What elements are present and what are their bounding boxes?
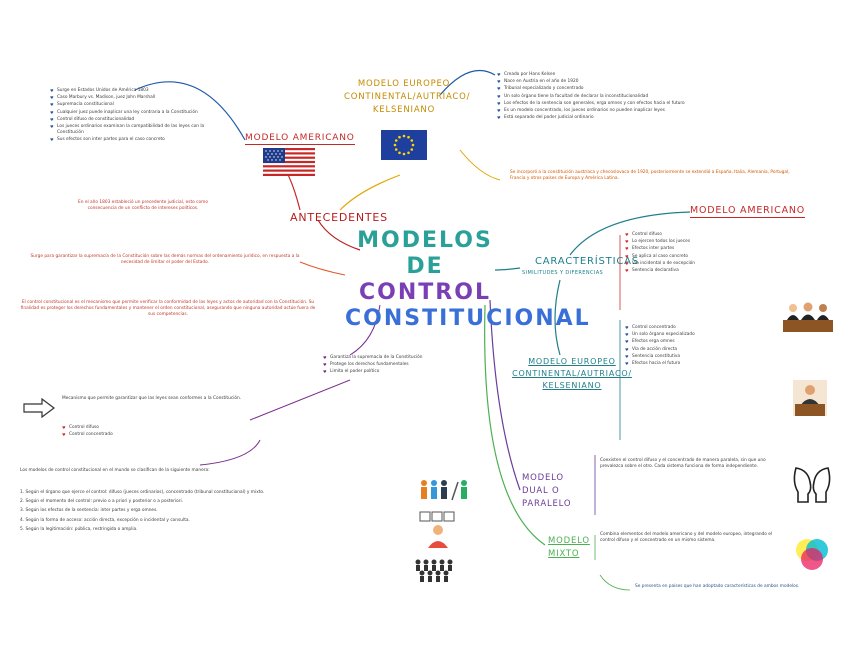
list-item: Un solo órgano especializado bbox=[625, 332, 785, 338]
europeo-ant-list: Creado por Hans KelsenNace en Austria en… bbox=[497, 72, 817, 122]
faces-icon bbox=[790, 462, 834, 510]
list-item: Sus efectos son inter partes para el cas… bbox=[50, 137, 225, 143]
left-paragraph-2: El control constitucional es el mecanism… bbox=[18, 300, 318, 319]
eu-star bbox=[410, 139, 413, 142]
bottom-title: Los modelos de control constitucional en… bbox=[20, 468, 420, 474]
list-item: Cualquier juez puede inaplicar una ley c… bbox=[50, 110, 225, 116]
list-item: 4. Según la forma de acceso: acción dire… bbox=[20, 518, 415, 524]
list-item: Vía de acción directa bbox=[625, 347, 785, 353]
list-item: Control concentrado bbox=[62, 432, 212, 438]
eu-star bbox=[394, 144, 397, 147]
modelo-europeo-ant-label: MODELO EUROPEO CONTINENTAL/AUTRIACO/ KEL… bbox=[344, 78, 464, 117]
list-item: Se aplica al caso concreto bbox=[625, 254, 775, 260]
line-europeo-note bbox=[460, 150, 500, 180]
list-item: Los efectos de la sentencia son generale… bbox=[497, 101, 817, 107]
list-item: Nace en Austria en el año de 1920 bbox=[497, 79, 817, 85]
arrow-icon bbox=[22, 398, 56, 418]
list-item: Efectos erga omnes bbox=[625, 339, 785, 345]
list-item: Control concentrado bbox=[625, 325, 785, 331]
eu-star bbox=[398, 136, 401, 139]
arrow-list: Control difusoControl concentrado bbox=[62, 425, 212, 439]
list-item: Sentencia constitutiva bbox=[625, 354, 785, 360]
line-mixto-note bbox=[600, 575, 630, 590]
title-line-3: CONSTITUCIONAL bbox=[345, 306, 505, 332]
list-item: Tribunal especializado y concentrado bbox=[497, 86, 817, 92]
bottom-items: 1. Según el órgano que ejerce el control… bbox=[20, 490, 415, 536]
list-item: Efectos inter partes bbox=[625, 246, 775, 252]
modelo-mixto-label: MODELO MIXTO bbox=[548, 535, 588, 561]
americano-ant-note: En el año 1803 estableció un precedente … bbox=[78, 200, 208, 212]
list-item: Control difuso bbox=[62, 425, 212, 431]
eu-star bbox=[395, 139, 398, 142]
mixto-note: Se presenta en países que han adoptado c… bbox=[635, 584, 825, 590]
europeo-ant-note: Se incorporó a la constitución austríaca… bbox=[510, 170, 800, 182]
judges-icon bbox=[783, 300, 833, 332]
line-arrow-group bbox=[250, 380, 350, 420]
usa-flag-icon bbox=[263, 148, 315, 176]
judge-icon bbox=[793, 380, 827, 416]
list-item: 1. Según el órgano que ejerce el control… bbox=[20, 490, 415, 496]
eu-star bbox=[407, 136, 410, 139]
char-europeo-list: Control concentradoUn solo órgano especi… bbox=[625, 325, 785, 368]
crowd-icon bbox=[414, 558, 458, 582]
list-item: Limita el poder político bbox=[323, 369, 443, 375]
title-line-2: CONTROL bbox=[345, 280, 505, 306]
modelo-americano-ant-label: MODELO AMERICANO bbox=[245, 133, 355, 145]
eu-star bbox=[403, 153, 406, 156]
main-title: MODELOS DE CONTROL CONSTITUCIONAL bbox=[345, 228, 505, 332]
list-item: 3. Según los efectos de la sentencia: in… bbox=[20, 508, 415, 514]
caracteristicas-node: CARACTERÍSTICAS bbox=[535, 256, 639, 267]
color-mix-icon bbox=[792, 535, 832, 575]
mixto-text: Combina elementos del modelo americano y… bbox=[600, 532, 785, 544]
dual-text: Coexisten el control difuso y el concent… bbox=[600, 458, 785, 470]
list-item: Los jueces ordinarios examinan la compat… bbox=[50, 124, 225, 136]
line-antecedentes-europeo bbox=[340, 175, 400, 210]
list-item: 2. Según el momento del control: previo … bbox=[20, 499, 415, 505]
eu-star bbox=[407, 151, 410, 154]
eu-star bbox=[395, 148, 398, 151]
char-americano-list: Control difusoLo ejercen todos los juece… bbox=[625, 232, 775, 275]
modelo-europeo-car-label: MODELO EUROPEO CONTINENTAL/AUTRIACO/ KEL… bbox=[512, 356, 632, 392]
list-item: Garantiza la supremacía de la Constituci… bbox=[323, 355, 443, 361]
people-icon bbox=[418, 478, 470, 504]
line-bottom-group bbox=[200, 440, 260, 465]
list-item: Sentencia declarativa bbox=[625, 268, 775, 274]
list-item: Protege los derechos fundamentales bbox=[323, 362, 443, 368]
arrow-text: Mecanismo que permite garantizar que las… bbox=[62, 396, 252, 402]
list-item: Surge en Estados Unidos de América 1803 bbox=[50, 88, 225, 94]
center-list: Garantiza la supremacía de la Constituci… bbox=[323, 355, 443, 377]
presenter-icon bbox=[418, 510, 458, 550]
antecedentes-node: ANTECEDENTES bbox=[290, 211, 388, 224]
eu-star bbox=[410, 148, 413, 151]
list-item: Vía incidental o de excepción bbox=[625, 261, 775, 267]
eu-star bbox=[403, 135, 406, 138]
eu-flag-icon bbox=[381, 130, 427, 160]
title-line-1: MODELOS DE bbox=[345, 228, 505, 280]
list-item: Control difuso de constitucionalidad bbox=[50, 117, 225, 123]
list-item: 5. Según la legitimación: pública, restr… bbox=[20, 527, 415, 533]
list-item: Caso Marbury vs. Madison, juez John Mars… bbox=[50, 95, 225, 101]
modelo-americano-car-label: MODELO AMERICANO bbox=[690, 205, 805, 218]
americano-ant-list: Surge en Estados Unidos de América 1803C… bbox=[50, 88, 225, 145]
list-item: Es un modelo concentrado, los jueces ord… bbox=[497, 108, 817, 114]
list-item: Supremacía constitucional bbox=[50, 102, 225, 108]
list-item: Un solo órgano tiene la facultad de decl… bbox=[497, 94, 817, 100]
eu-star bbox=[398, 151, 401, 154]
list-item: Lo ejercen todos los jueces bbox=[625, 239, 775, 245]
modelo-dual-label: MODELO DUAL O PARALELO bbox=[522, 472, 592, 511]
caracteristicas-sub: SIMILITUDES Y DIFERENCIAS bbox=[522, 270, 603, 276]
eu-star bbox=[412, 144, 415, 147]
list-item: Control difuso bbox=[625, 232, 775, 238]
list-item: Creado por Hans Kelsen bbox=[497, 72, 817, 78]
left-paragraph-1: Surge para garantizar la supremacía de l… bbox=[20, 254, 310, 266]
list-item: Efectos hacia el futuro bbox=[625, 361, 785, 367]
list-item: Está separado del poder judicial ordinar… bbox=[497, 115, 817, 121]
